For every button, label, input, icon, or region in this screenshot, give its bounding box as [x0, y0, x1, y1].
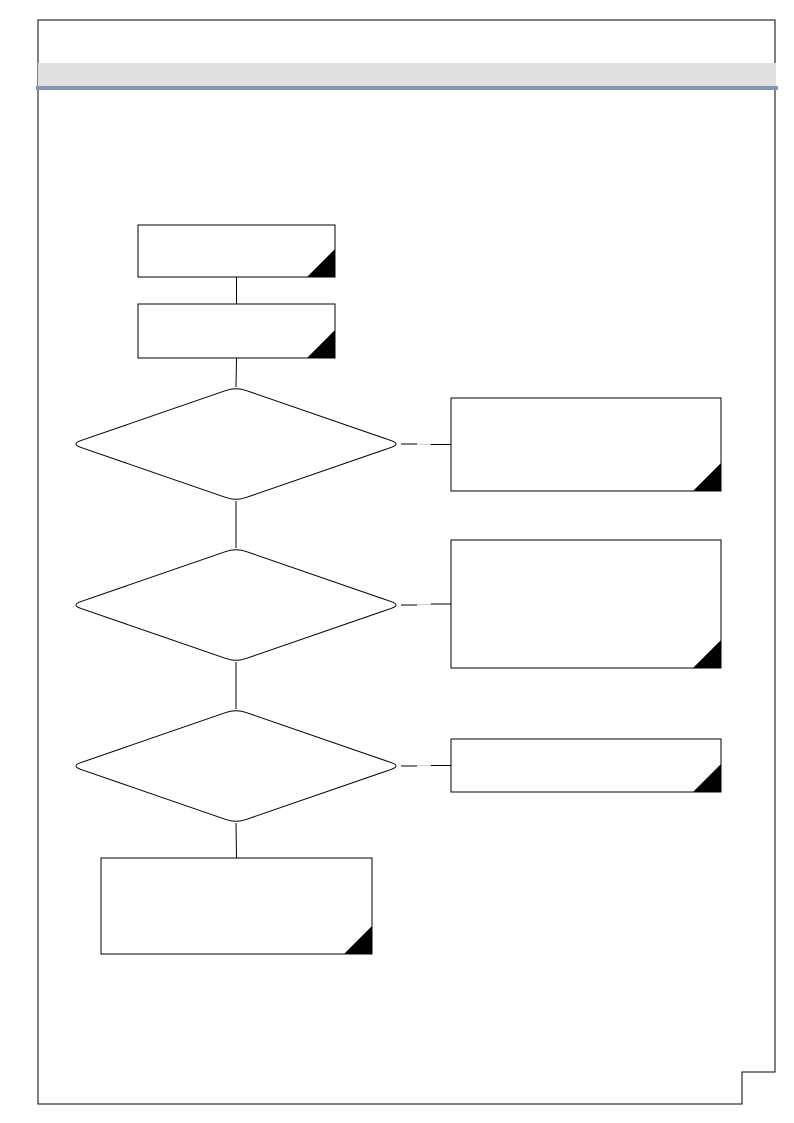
edge-decision-1-to-action-1: [401, 443, 451, 445]
process-box: [100, 857, 373, 955]
node-action-1: [450, 397, 722, 492]
corner-marker: [693, 463, 721, 491]
decision-shape: [75, 388, 397, 500]
node-action-3: [450, 738, 722, 793]
edge-decision-2-to-action-2: [401, 603, 451, 606]
node-step-1: [137, 224, 336, 278]
decision-shape: [75, 549, 397, 661]
corner-marker: [693, 640, 721, 668]
nodes-layer: [75, 224, 722, 955]
edge-decision-3-to-final-step: [235, 822, 237, 859]
corner-marker: [307, 330, 335, 358]
node-decision-3: [75, 710, 397, 822]
corner-marker: [344, 926, 372, 954]
process-box: [137, 303, 336, 359]
process-box: [137, 224, 336, 278]
corner-marker: [693, 764, 721, 792]
node-final-step: [100, 857, 373, 955]
edge-decision-3-to-action-3: [401, 765, 451, 767]
process-box: [450, 397, 722, 492]
header-band: [38, 63, 776, 87]
node-action-2: [450, 539, 722, 669]
corner-marker: [307, 249, 335, 277]
edge-step-2-to-decision-1: [235, 357, 237, 388]
node-step-2: [137, 303, 336, 359]
process-box: [450, 738, 722, 793]
header-rule: [36, 86, 778, 90]
node-decision-1: [75, 388, 397, 500]
edges-layer: [235, 277, 451, 859]
page-border: [37, 19, 776, 1105]
node-decision-2: [75, 549, 397, 661]
process-box: [450, 539, 722, 669]
decision-shape: [75, 710, 397, 822]
